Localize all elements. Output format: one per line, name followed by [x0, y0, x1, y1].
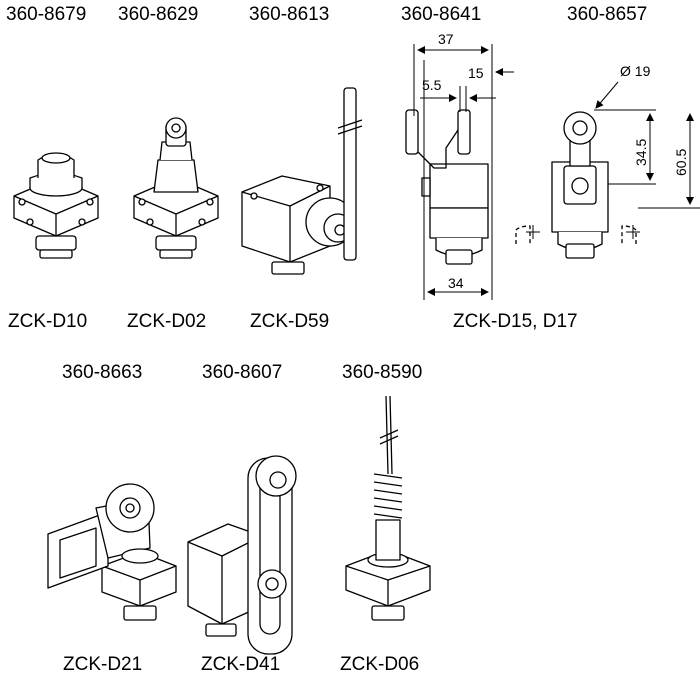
model-label: ZCK-D21	[63, 654, 143, 675]
part-number-label: 360-8663	[62, 362, 143, 383]
zck-d02-roller-plunger-head	[133, 117, 219, 259]
part-number-label: 360-8613	[249, 4, 330, 25]
model-label: ZCK-D59	[250, 311, 330, 332]
zck-d21-wide-roller-lever	[47, 483, 177, 621]
dim-37: 37	[438, 31, 454, 47]
model-label: ZCK-D15, D17	[453, 311, 578, 332]
zck-d06-spring-rod	[345, 395, 431, 621]
dimension-text-group: 37 15 5.5 34 Ø 19 34.5 60.5	[422, 31, 689, 291]
part-number-label: 360-8641	[401, 4, 482, 25]
model-label: ZCK-D41	[201, 654, 281, 675]
part-number-label: 360-8679	[6, 4, 87, 25]
model-label: ZCK-D06	[340, 654, 420, 675]
part-number-label: 360-8607	[202, 362, 283, 383]
dim-34: 34	[448, 275, 464, 291]
zck-d10-plunger-head	[13, 152, 99, 259]
model-label: ZCK-D02	[127, 311, 207, 332]
dim-60-5: 60.5	[673, 149, 689, 176]
dim-diameter-19: Ø 19	[620, 63, 651, 79]
part-number-label: 360-8629	[118, 4, 199, 25]
dim-15: 15	[468, 65, 484, 81]
zck-d15-side-view	[405, 109, 489, 265]
360-8657-roller-lever-front-view	[515, 111, 637, 259]
dimension-lines	[413, 44, 700, 300]
part-number-label: 360-8590	[342, 362, 423, 383]
model-label: ZCK-D10	[8, 311, 88, 332]
part-number-label: 360-8657	[567, 4, 648, 25]
dim-5-5: 5.5	[422, 77, 442, 93]
dim-34-5: 34.5	[633, 139, 649, 166]
zck-d41-adjustable-roller-lever	[187, 455, 297, 655]
zck-d59-rod-lever-head	[241, 87, 363, 275]
